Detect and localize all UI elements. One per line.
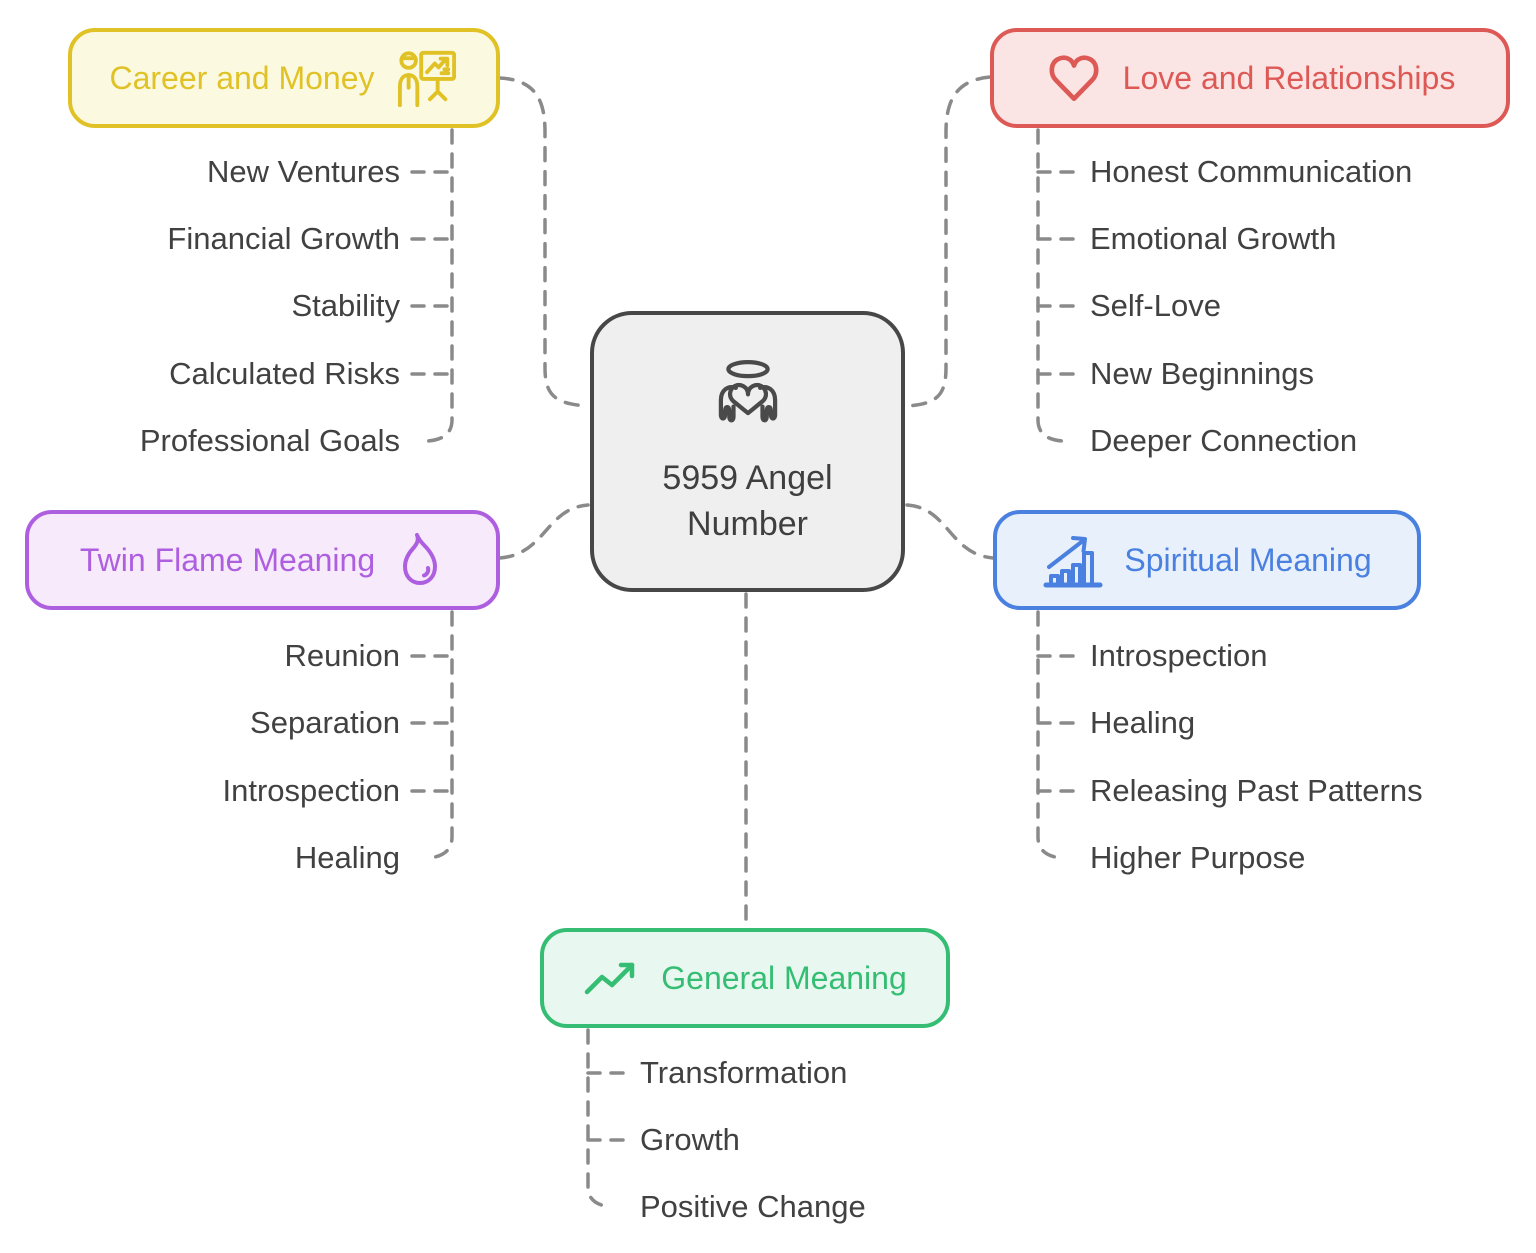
twin-item-introspection: Introspection xyxy=(222,773,401,808)
branch-love-and-relationships: Love and Relationships xyxy=(990,28,1510,128)
presentation-chart-icon xyxy=(397,50,456,108)
spiritual-item-releasing-past-patterns: Releasing Past Patterns xyxy=(1090,773,1423,808)
love-item-self-love: Self-Love xyxy=(1090,288,1221,323)
love-item-new-beginnings: New Beginnings xyxy=(1090,356,1315,391)
general-item-transformation: Transformation xyxy=(640,1055,848,1090)
twin-item-healing: Healing xyxy=(294,840,400,875)
career-item-calculated-risks: Calculated Risks xyxy=(169,356,400,391)
branch-spiritual-meaning: Spiritual Meaning xyxy=(993,510,1421,610)
spine-general xyxy=(586,1028,614,1209)
career-item-professional-goals: Professional Goals xyxy=(139,423,400,458)
spiritual-item-healing: Healing xyxy=(1090,705,1196,740)
heart-icon xyxy=(1049,55,1099,102)
branch-career-label: Career and Money xyxy=(109,59,375,96)
spine-spiritual xyxy=(1036,610,1064,860)
branch-spiritual-label: Spiritual Meaning xyxy=(1124,541,1372,578)
flame-icon xyxy=(403,533,438,585)
general-item-positive-change: Positive Change xyxy=(640,1189,866,1224)
connector-career-center xyxy=(498,76,590,408)
love-item-deeper-connection: Deeper Connection xyxy=(1090,423,1358,458)
branch-general-label: General Meaning xyxy=(661,959,907,996)
trending-up-icon xyxy=(585,962,635,995)
branch-general-meaning: General Meaning xyxy=(540,928,950,1028)
spine-twin xyxy=(426,610,454,860)
branch-career-and-money: Career and Money xyxy=(68,28,500,128)
center-node: 5959 Angel Number xyxy=(590,311,905,592)
branch-twin-label: Twin Flame Meaning xyxy=(79,541,376,578)
career-item-financial-growth: Financial Growth xyxy=(167,221,400,256)
branch-twin-flame-meaning: Twin Flame Meaning xyxy=(25,510,500,610)
love-item-honest-communication: Honest Communication xyxy=(1090,154,1413,189)
branch-love-label: Love and Relationships xyxy=(1122,59,1456,96)
spine-career xyxy=(426,128,454,443)
spiritual-item-introspection: Introspection xyxy=(1090,638,1268,673)
career-item-stability: Stability xyxy=(291,288,400,323)
twin-item-reunion: Reunion xyxy=(284,638,400,673)
career-item-new-ventures: New Ventures xyxy=(207,154,400,189)
spine-love xyxy=(1036,128,1064,443)
love-item-emotional-growth: Emotional Growth xyxy=(1090,221,1337,256)
connector-twin-center xyxy=(498,503,590,560)
general-item-growth: Growth xyxy=(640,1122,740,1157)
spiritual-item-higher-purpose: Higher Purpose xyxy=(1090,840,1306,875)
angel-icon xyxy=(718,359,777,422)
twin-item-separation: Separation xyxy=(250,705,400,740)
center-node-label: 5959 Angel Number xyxy=(662,458,833,543)
connector-spiritual-center xyxy=(905,503,995,560)
connector-love-center xyxy=(905,75,992,408)
rising-bar-chart-icon xyxy=(1043,536,1103,588)
